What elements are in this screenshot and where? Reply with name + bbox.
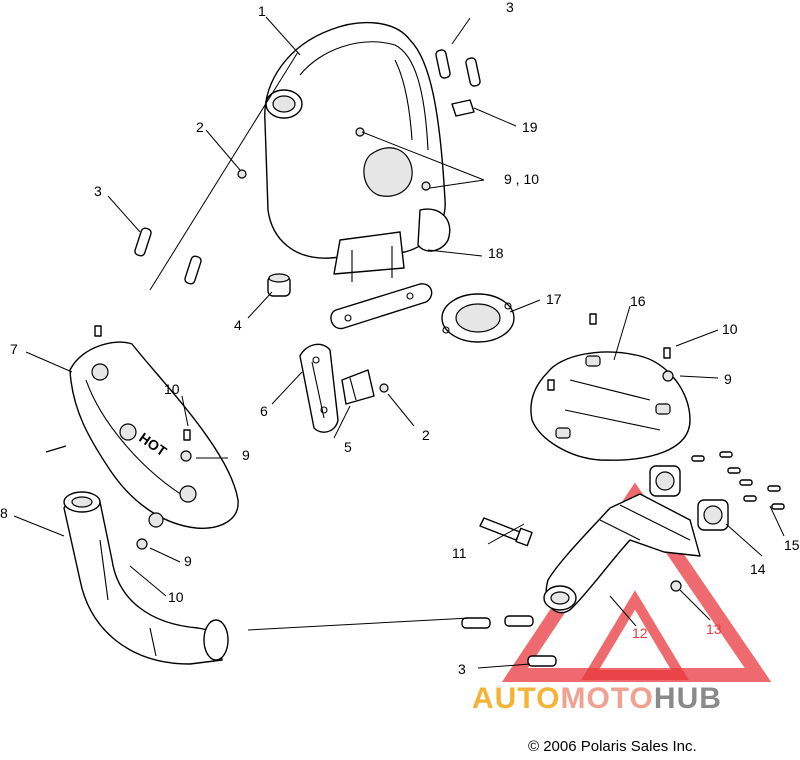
watermark-moto: MOTO xyxy=(560,682,653,715)
callout-3-top: 3 xyxy=(506,0,514,15)
callout-1: 1 xyxy=(258,3,266,19)
callout-11: 11 xyxy=(452,545,467,561)
callout-16: 16 xyxy=(630,293,646,309)
spring-bottom xyxy=(461,615,557,667)
callout-9-10-muffler: 9 , 10 xyxy=(504,171,539,187)
spring-clip xyxy=(451,99,475,117)
studs xyxy=(691,451,785,510)
callout-18: 18 xyxy=(488,245,504,261)
callout-3-left: 3 xyxy=(94,183,102,199)
copyright-notice: © 2006 Polaris Sales Inc. xyxy=(528,738,697,755)
hardware-bolts-washers xyxy=(45,127,674,550)
head-pipe xyxy=(63,491,229,665)
callout-4: 4 xyxy=(234,317,242,333)
callout-9-lower: 9 xyxy=(184,553,192,569)
muffler-body xyxy=(264,21,451,282)
flange-nut xyxy=(670,580,682,592)
callout-19: 19 xyxy=(522,119,538,135)
strap-gasket xyxy=(299,343,339,433)
watermark-inner-triangle-icon xyxy=(581,590,689,680)
callout-8: 8 xyxy=(0,505,8,521)
bracket-plate xyxy=(330,283,433,330)
nut-2-lower xyxy=(379,383,389,393)
heat-shield-right xyxy=(530,351,691,461)
callout-9-right: 9 xyxy=(724,371,732,387)
exhaust-gasket-upper xyxy=(649,465,681,497)
callout-10-right: 10 xyxy=(722,321,738,337)
leader-lines xyxy=(13,16,785,669)
callout-10-left: 10 xyxy=(164,381,180,397)
oxygen-sensor xyxy=(479,517,533,547)
callout-3-bottom: 3 xyxy=(458,661,466,677)
callout-2-left: 2 xyxy=(196,119,204,135)
heat-shield: HOT xyxy=(69,341,239,529)
svg-text:AUTOMOTOHUB: AUTOMOTOHUB xyxy=(472,682,722,715)
callout-2-lower: 2 xyxy=(422,427,430,443)
callout-13: 13 xyxy=(706,621,722,637)
callout-9-left: 9 xyxy=(242,447,250,463)
callout-10-lower: 10 xyxy=(168,589,184,605)
watermark-wordmark: AUTOMOTOHUB xyxy=(472,682,722,715)
callout-14: 14 xyxy=(750,561,766,577)
exhaust-gasket-lower xyxy=(697,499,729,531)
callout-5: 5 xyxy=(344,439,352,455)
clip-bracket xyxy=(341,369,375,405)
callout-12: 12 xyxy=(632,625,648,641)
y-pipe xyxy=(543,493,701,614)
callout-6: 6 xyxy=(260,403,268,419)
spring-left xyxy=(134,227,202,285)
spring-top xyxy=(435,49,481,87)
callout-15: 15 xyxy=(784,537,800,553)
gasket-ring xyxy=(441,293,515,343)
nut-2-left xyxy=(237,169,247,179)
callout-17: 17 xyxy=(546,291,562,307)
callout-7: 7 xyxy=(10,341,18,357)
rubber-mount xyxy=(267,273,291,297)
callout-labels: 1 3 2 19 9 , 10 3 18 17 16 4 10 7 9 10 6… xyxy=(0,0,800,677)
watermark-hub: HUB xyxy=(654,682,722,715)
watermark-auto: AUTO xyxy=(472,682,560,715)
